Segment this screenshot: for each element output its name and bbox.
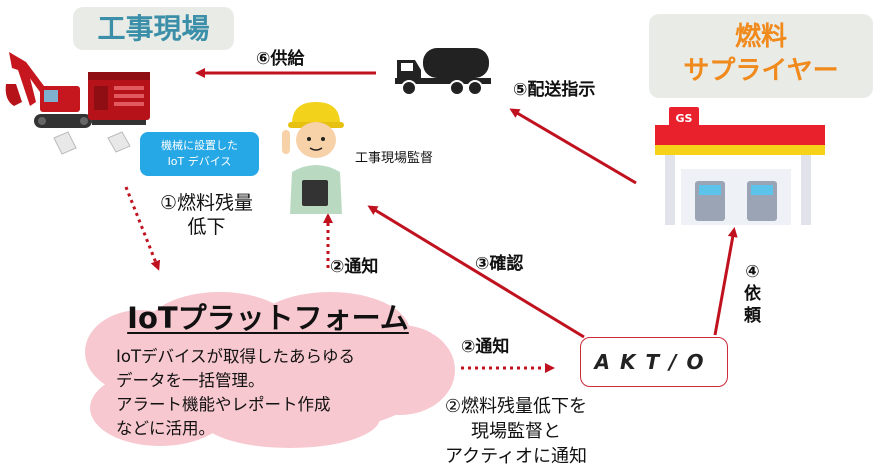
note-line2: 現場監督と — [471, 421, 561, 442]
construction-machinery-illustration — [5, 52, 150, 155]
step-request: ④ 依 頼 — [744, 261, 761, 327]
excavator-icon — [5, 52, 92, 128]
step-request-char1: 依 — [744, 284, 761, 304]
tanker-truck-icon — [395, 48, 491, 96]
aktio-logo-text: AKT/O — [594, 350, 714, 374]
step-supply: ⑥供給 — [256, 49, 305, 69]
step-confirm: ③確認 — [475, 254, 524, 274]
step-notify-aktio: ②通知 — [461, 337, 510, 357]
iot-device-line2: IoT デバイス — [167, 155, 232, 168]
confirm-arrow — [367, 205, 585, 339]
supervisor-label: 工事現場監督 — [355, 151, 434, 166]
iot-desc-line1: IoTデバイスが取得したあらゆる — [116, 347, 356, 366]
iot-platform-description: IoTデバイスが取得したあらゆる データを一括管理。 アラート機能やレポート作成… — [116, 345, 355, 441]
supplier-label-line1: 燃料 — [734, 22, 787, 52]
aktio-logo: AKT/O — [580, 337, 728, 387]
iot-device-icon — [53, 131, 131, 155]
notification-note: ②燃料残量低下を 現場監督と アクティオに通知 — [418, 394, 614, 469]
iot-device-line1: 機械に設置した — [161, 139, 238, 152]
iot-platform-cloud — [85, 292, 455, 448]
iot-desc-line2: データを一括管理。 — [116, 371, 265, 390]
gas-station-icon: GS — [655, 107, 825, 225]
fuel-low-label: ①燃料残量 低下 — [160, 191, 253, 239]
fuel-low-line1: ①燃料残量 — [160, 192, 254, 214]
step-request-number: ④ — [745, 262, 760, 282]
generator-icon — [88, 72, 150, 125]
supplier-label-line2: サプライヤー — [683, 56, 839, 86]
device-to-platform-arrow — [124, 186, 161, 271]
step-delivery-instruction: ⑤配送指示 — [513, 80, 596, 100]
site-label: 工事現場 — [73, 7, 234, 50]
iot-device-badge: 機械に設置した IoT デバイス — [140, 132, 259, 176]
iot-desc-line4: などに活用。 — [116, 419, 215, 438]
supplier-label: 燃料 サプライヤー — [649, 14, 873, 98]
site-label-text: 工事現場 — [97, 12, 210, 45]
site-supervisor-icon — [282, 102, 344, 214]
iot-platform-title: IoTプラットフォーム — [127, 301, 409, 335]
note-line3: アクティオに通知 — [444, 446, 588, 467]
step-notify-supervisor: ②通知 — [330, 257, 379, 277]
fuel-low-line2: 低下 — [187, 216, 226, 238]
gs-sign-text: GS — [676, 112, 693, 125]
delivery-arrow — [509, 108, 637, 185]
note-line1: ②燃料残量低下を — [444, 396, 588, 417]
step-request-char2: 頼 — [744, 306, 761, 326]
iot-desc-line3: アラート機能やレポート作成 — [116, 395, 331, 414]
request-arrow — [713, 227, 738, 336]
